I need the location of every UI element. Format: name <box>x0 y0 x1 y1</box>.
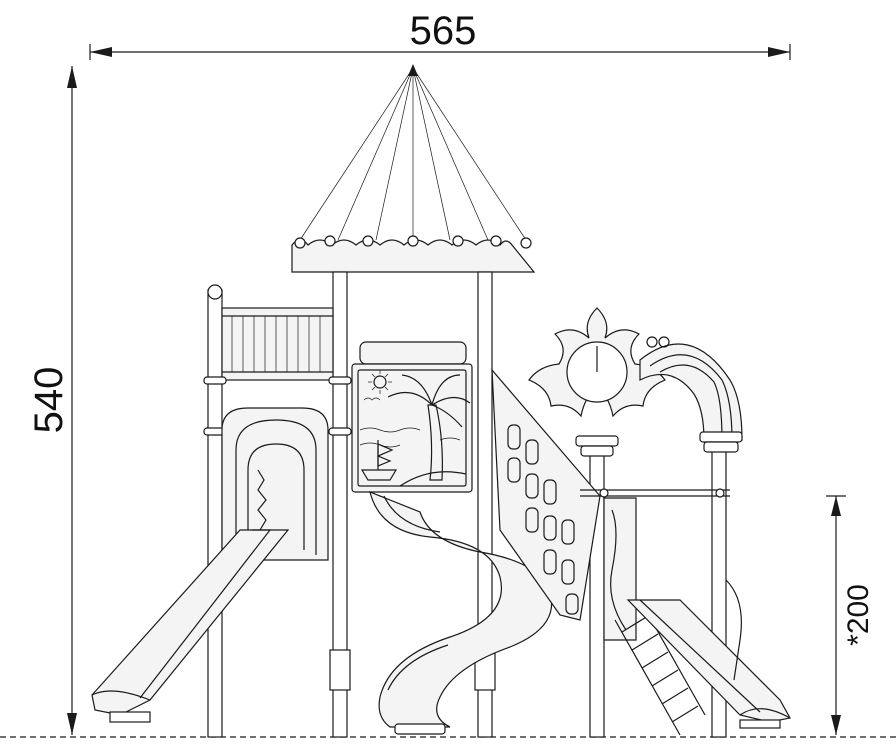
arrow-left-icon <box>90 47 112 57</box>
right-side-panel <box>603 497 637 641</box>
height-label: 540 <box>27 367 71 434</box>
width-dimension: 565 <box>89 9 791 60</box>
width-label: 565 <box>410 9 477 53</box>
arrow-down-icon <box>67 713 77 735</box>
roof <box>291 64 536 273</box>
palm-tree-icon <box>387 374 471 481</box>
right-slide <box>626 579 791 729</box>
railing-panel <box>203 307 352 436</box>
curved-tube <box>639 336 743 453</box>
ship-icon <box>360 440 398 481</box>
arrow-right-icon <box>768 47 790 57</box>
height-dimension: 540 <box>27 66 77 735</box>
sun-icon <box>368 370 392 394</box>
platform-height-label: *200 <box>842 584 875 646</box>
left-tube-slide <box>91 407 329 723</box>
platform-height-dimension: *200 <box>826 495 875 735</box>
bird-icon <box>363 397 381 401</box>
handrail <box>580 488 730 498</box>
theme-panel <box>351 341 473 493</box>
arrow-up-icon <box>67 66 77 88</box>
climbing-wall <box>491 368 601 621</box>
flower-icon <box>528 307 666 457</box>
arrow-up-icon <box>831 496 841 516</box>
arrow-down-icon <box>831 715 841 735</box>
